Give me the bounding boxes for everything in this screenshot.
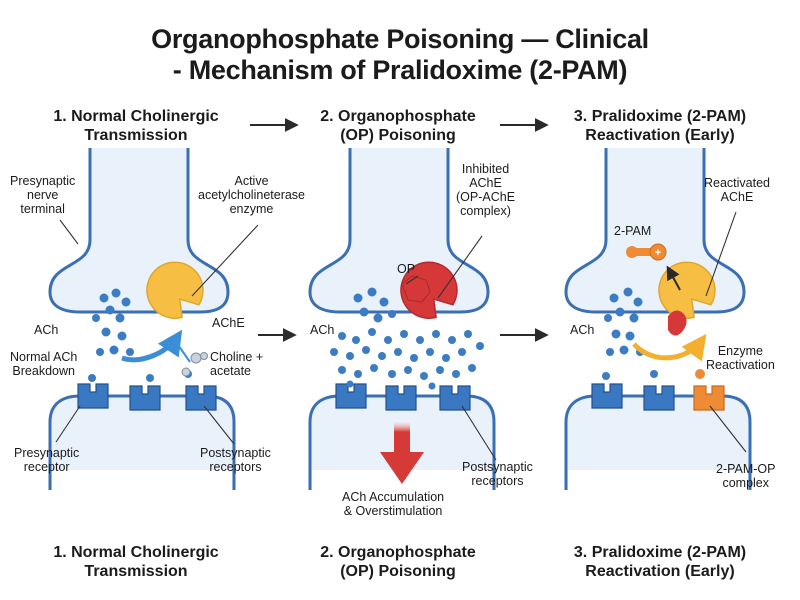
label-presynaptic-terminal: Presynaptic nerve terminal [10, 174, 76, 216]
panel-2-top-heading: 2. Organophosphate (OP) Poisoning [320, 108, 476, 144]
ache-enzyme [146, 261, 204, 319]
label-2pam: 2-PAM [614, 224, 652, 238]
label-accumulation: ACh Accumulation & Overstimulation [342, 490, 445, 518]
label-reactivated-ache: Reactivated AChE [704, 176, 771, 204]
label-op: OP [397, 262, 416, 276]
panel-2-bottom-heading: 2. Organophosphate (OP) Poisoning [320, 544, 476, 580]
pam-molecule: + [626, 243, 667, 261]
accumulated-ach [330, 287, 484, 390]
panel-2-synapse [308, 148, 497, 510]
acetate-fragment [181, 367, 191, 377]
panel-3-synapse: + [564, 148, 752, 510]
reactivation-arrow [632, 333, 707, 362]
label-postsynaptic-receptors-1: Postsynaptic receptors [200, 446, 271, 474]
op-leaving [668, 310, 687, 336]
panel-1-top-heading: 1. Normal Cholinergic Transmission [53, 108, 219, 144]
label-choline-acetate: Choline + acetate [210, 350, 264, 378]
breakdown-arrow [121, 329, 183, 363]
label-active-enzyme: Active acetylcholineterase enzyme [198, 174, 306, 216]
label-2pam-op-complex: 2-PAM-OP complex [716, 462, 776, 490]
presynaptic-receptor-shape [77, 383, 109, 409]
label-ache: AChE [212, 316, 245, 330]
accumulation-arrow [380, 420, 424, 484]
title-line-1: Organophosphate Poisoning — Clinical [151, 24, 649, 54]
label-ach-1: ACh [34, 323, 59, 337]
pam-op-complex [693, 385, 725, 411]
label-enzyme-reactivation: Enzyme Reactivation [706, 344, 775, 372]
label-inhibited-ache: Inhibited AChE (OP-AChE complex) [456, 162, 516, 218]
label-ach-2: ACh [310, 323, 335, 337]
label-postsynaptic-receptors-2: Postsynaptic receptors [462, 460, 533, 488]
title-line-2: - Mechanism of Pralidoxime (2-PAM) [172, 55, 628, 85]
panel-1-synapse [48, 148, 259, 510]
choline-fragment [190, 352, 202, 364]
postsynaptic-receptor-shape [129, 385, 217, 411]
panel-3-top-heading: 3. Pralidoxime (2-PAM) Reactivation (Ear… [573, 108, 747, 144]
label-ach-3: ACh [570, 323, 595, 337]
page-title: Organophosphate Poisoning — Clinical - M… [0, 24, 800, 86]
label-normal-breakdown: Normal ACh Breakdown [10, 350, 78, 378]
svg-text:+: + [655, 247, 661, 259]
panel-1-bottom-heading: 1. Normal Cholinergic Transmission [53, 544, 219, 580]
panel-3-bottom-heading: 3. Pralidoxime (2-PAM) Reactivation (Ear… [573, 544, 747, 580]
label-presynaptic-receptor: Presynaptic receptor [14, 446, 80, 474]
ach-vesicles [88, 288, 192, 382]
